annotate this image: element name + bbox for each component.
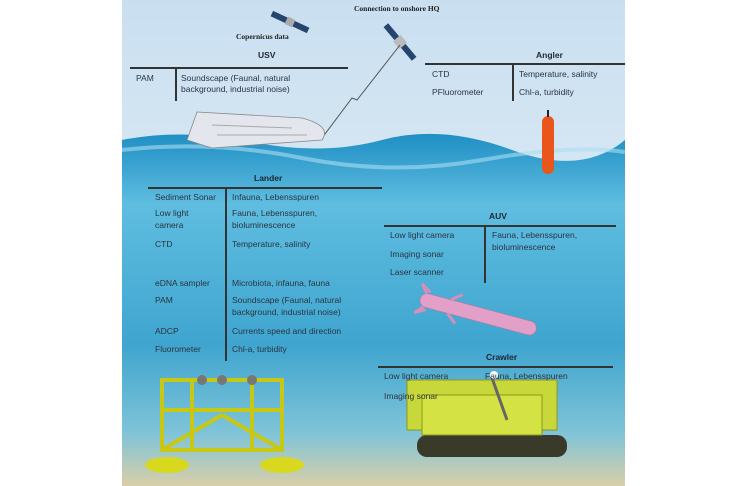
connection-label: Connection to onshore HQ [354, 4, 440, 13]
divider [384, 225, 616, 227]
lander-sensor: camera [155, 220, 184, 230]
angler-sensor: PFluorometer [432, 87, 484, 97]
divider [130, 67, 348, 69]
crawler-sensor: Low light camera [384, 371, 449, 381]
monitoring-diagram: Copernicus data Connection to onshore HQ… [122, 0, 625, 486]
lander-sensor: Sediment Sonar [155, 192, 216, 202]
lander-target: Temperature, salinity [232, 239, 311, 249]
divider [378, 366, 613, 368]
lander-target: Microbiota, infauna, fauna [232, 278, 330, 288]
crawler-title: Crawler [486, 352, 518, 362]
angler-sensor: CTD [432, 69, 450, 79]
lander-target: background, industrial noise) [232, 307, 341, 317]
lander-target: Currents speed and direction [232, 326, 342, 336]
crawler-vehicle [406, 371, 567, 457]
lander-sensor: eDNA sampler [155, 278, 210, 288]
auv-sensor: Laser scanner [390, 267, 444, 277]
lander-target: Chl-a, turbidity [232, 344, 287, 354]
lander-target: bioluminescence [232, 220, 296, 230]
angler-target: Chl-a, turbidity [519, 87, 574, 97]
usv-target: Soundscape (Faunal, natural [181, 73, 291, 83]
lander-sensor: Low light [155, 208, 189, 218]
divider [425, 63, 625, 65]
auv-sensor: Low light camera [390, 230, 455, 240]
crawler-target: Fauna, Lebensspuren [485, 371, 568, 381]
lander-title: Lander [254, 173, 283, 183]
lander-sensor: ADCP [155, 326, 179, 336]
angler-float [542, 116, 554, 174]
usv-sensor: PAM [136, 73, 154, 83]
auv-target: bioluminescence [492, 242, 556, 252]
divider [225, 187, 227, 361]
lander-sensor: CTD [155, 239, 173, 249]
lander-target: Fauna, Lebensspuren, [232, 208, 318, 218]
auv-sensor: Imaging sonar [390, 249, 444, 259]
angler-target: Temperature, salinity [519, 69, 598, 79]
lander-target: Soundscape (Faunal, natural [232, 295, 342, 305]
usv-title: USV [258, 50, 276, 60]
lander-sensor: PAM [155, 295, 173, 305]
angler-title: Angler [536, 50, 563, 60]
divider [484, 225, 486, 283]
auv-title: AUV [489, 211, 507, 221]
crawler-sensor: Imaging sonar [384, 391, 438, 401]
scene-background [122, 0, 625, 486]
divider [512, 63, 514, 101]
divider [148, 187, 382, 189]
lander-target: Infauna, Lebensspuren [232, 192, 319, 202]
satellite-icon [270, 10, 310, 34]
copernicus-label: Copernicus data [236, 32, 289, 41]
usv-target: background, industrial noise) [181, 84, 290, 94]
auv-target: Fauna, Lebensspuren, [492, 230, 578, 240]
usv-boat [186, 111, 325, 149]
auv-vehicle [413, 282, 537, 336]
satellite-icon [383, 23, 417, 61]
lander-sensor: Fluorometer [155, 344, 201, 354]
divider [175, 67, 177, 101]
